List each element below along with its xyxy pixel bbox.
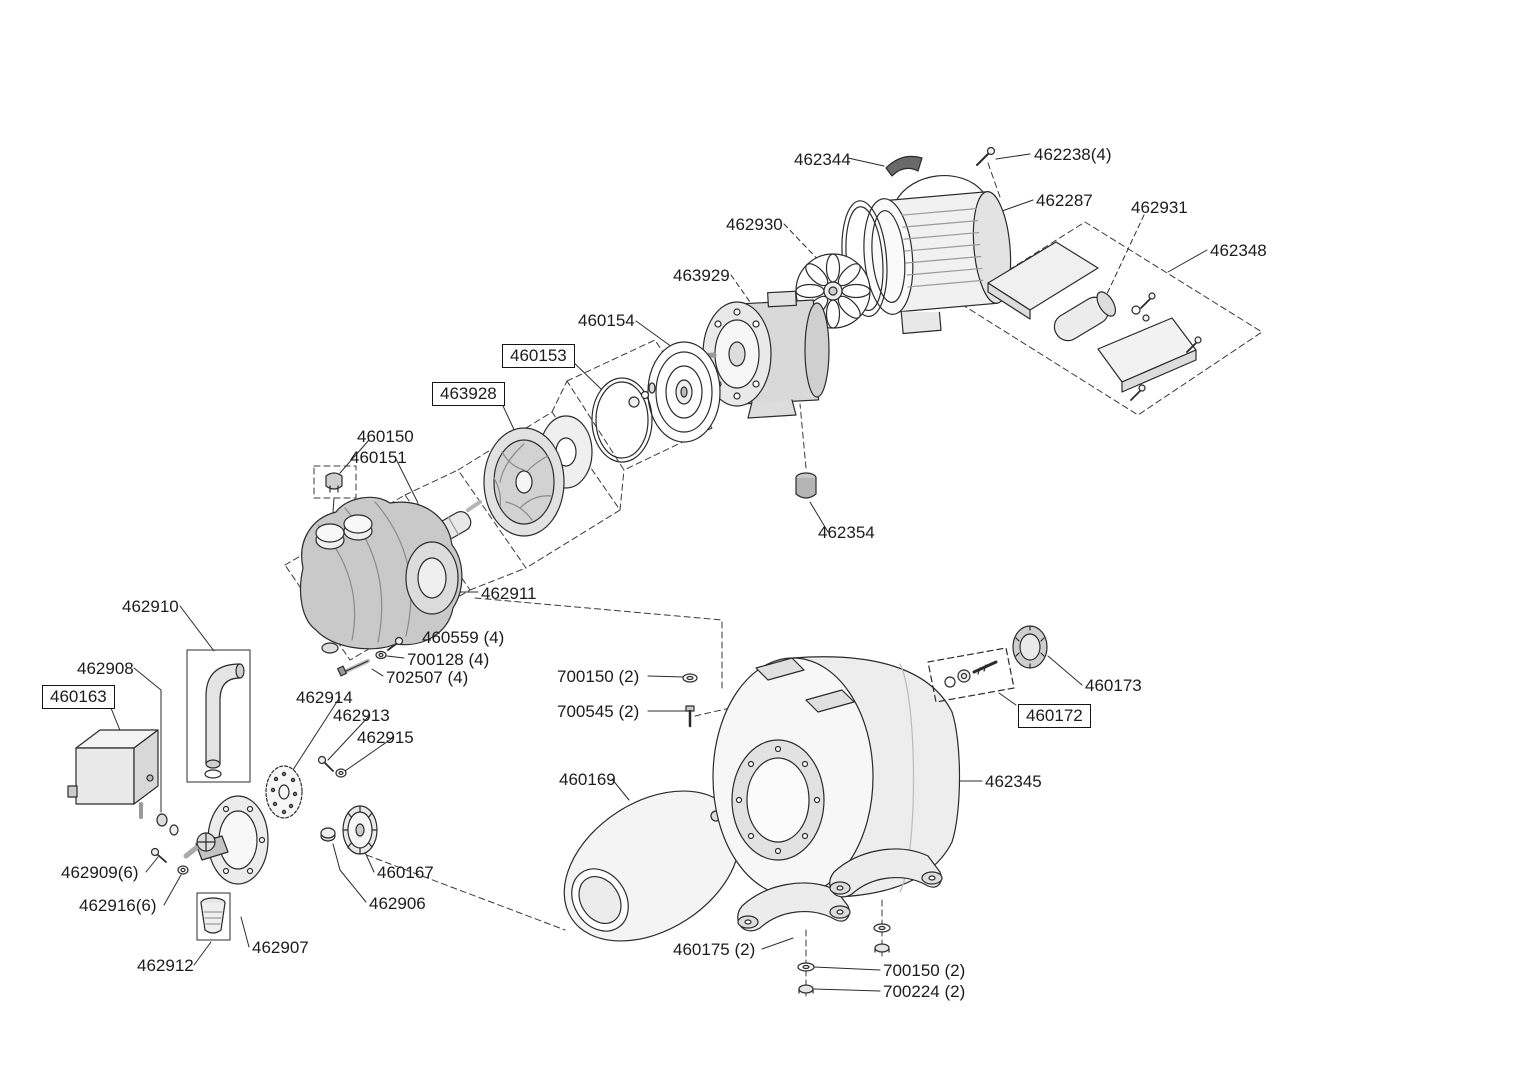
bolt-702507	[336, 659, 370, 677]
plug-462912	[200, 897, 226, 934]
elbow-pipe-462910	[204, 663, 245, 779]
clamp-460150	[325, 472, 343, 528]
screw-462913	[317, 755, 334, 772]
flange-disc-460167	[342, 805, 378, 855]
tank-foot-a	[737, 882, 851, 932]
valve-flange-462907	[183, 795, 269, 885]
group-box-462348	[957, 221, 1263, 416]
tank-foot-b	[829, 848, 943, 898]
panel-screws	[1130, 292, 1202, 401]
group-box-460153	[566, 339, 713, 471]
pressure-switch-460163	[67, 729, 159, 819]
seal-kit-460153	[591, 377, 656, 463]
screw-462238	[976, 146, 996, 166]
impeller-463928	[483, 415, 593, 537]
capacitor-462931	[1053, 291, 1117, 342]
screw-460559	[387, 636, 404, 651]
washer-462916	[177, 865, 189, 875]
pump-housing-462911	[299, 496, 463, 654]
washer-462915	[335, 768, 347, 778]
electrical-panel-462348	[987, 241, 1202, 401]
plug-box	[196, 892, 231, 941]
screw-462909	[150, 847, 167, 863]
fitting-462908	[156, 813, 179, 836]
cap-462354	[795, 472, 817, 499]
screw-700545	[685, 705, 695, 728]
gasket-462914	[265, 765, 303, 819]
washer-700150-top	[682, 673, 698, 683]
valve-kit-460172	[927, 647, 1015, 703]
nut-700224	[798, 943, 890, 994]
handle-462344	[885, 155, 923, 177]
nut-462906	[320, 827, 336, 842]
bladder-460169	[563, 790, 741, 942]
motor-463929	[699, 290, 830, 419]
motor-housing-462287	[841, 175, 1012, 335]
diaphragm-460154	[647, 341, 721, 443]
washer-700150-bottom	[797, 923, 891, 972]
group-box-460150	[313, 465, 357, 499]
washer-700128	[375, 650, 387, 660]
leader-lines	[106, 153, 1208, 992]
cap-460173	[1012, 625, 1048, 669]
elbow-box	[186, 649, 251, 783]
